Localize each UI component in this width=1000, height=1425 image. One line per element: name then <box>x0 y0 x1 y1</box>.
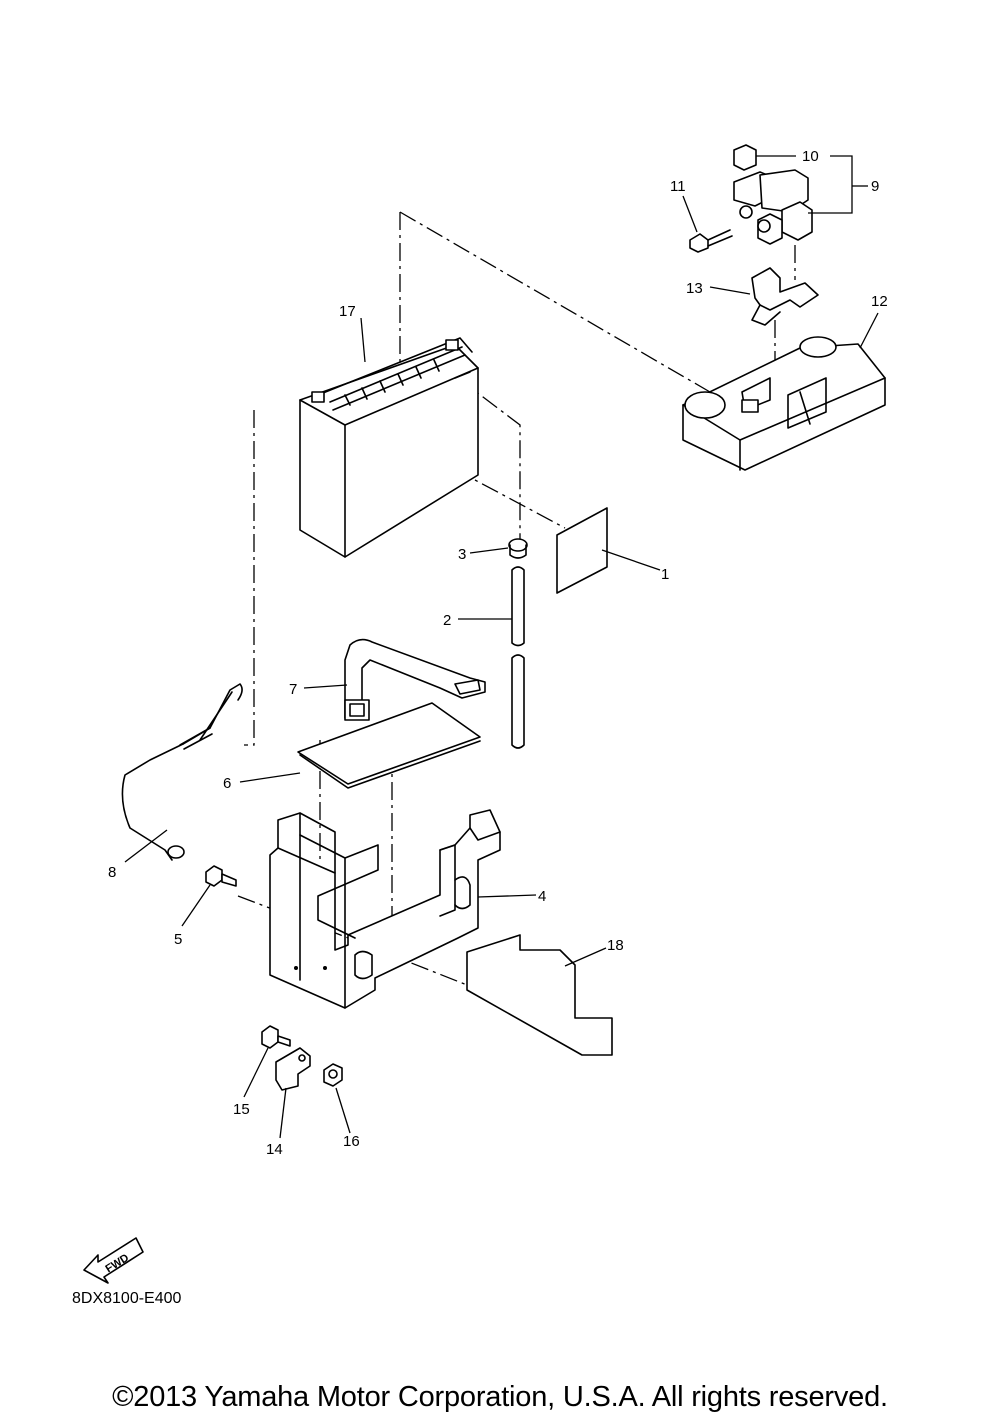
label-sticker <box>556 507 608 594</box>
callout-13: 13 <box>686 280 703 297</box>
callout-5: 5 <box>174 931 182 948</box>
battery <box>299 337 479 558</box>
nut-16 <box>323 1063 343 1087</box>
callout-7: 7 <box>289 681 297 698</box>
callout-16: 16 <box>343 1133 360 1150</box>
bolt-5 <box>205 865 237 887</box>
cover-plate <box>466 934 613 1056</box>
leader-lines <box>124 155 879 1139</box>
forward-direction-arrow: FWD <box>83 1237 144 1284</box>
callout-18: 18 <box>607 937 624 954</box>
callout-1: 1 <box>661 566 669 583</box>
callout-2: 2 <box>443 612 451 629</box>
callout-6: 6 <box>223 775 231 792</box>
callout-3: 3 <box>458 546 466 563</box>
callout-14: 14 <box>266 1141 283 1158</box>
callout-11: 11 <box>670 178 686 195</box>
callout-10: 10 <box>802 148 819 165</box>
callout-17: 17 <box>339 303 356 320</box>
drawing-code: 8DX8100-E400 <box>72 1290 182 1307</box>
battery-pad <box>297 702 481 789</box>
clamp-14 <box>275 1047 311 1091</box>
callout-labels: 1 2 3 4 5 6 7 8 9 10 11 12 13 14 15 16 1… <box>108 148 888 1158</box>
callout-8: 8 <box>108 864 116 881</box>
copyright-notice: ©2013 Yamaha Motor Corporation, U.S.A. A… <box>112 1381 888 1413</box>
negative-lead <box>121 683 243 861</box>
fuse-box <box>682 336 886 471</box>
battery-case <box>269 809 501 1009</box>
bracket <box>751 267 819 326</box>
breather-hose <box>508 538 528 749</box>
callout-15: 15 <box>233 1101 250 1118</box>
callout-4: 4 <box>538 888 546 905</box>
callout-12: 12 <box>871 293 888 310</box>
callout-9: 9 <box>871 178 879 195</box>
battery-band <box>344 638 486 721</box>
bolt-15 <box>261 1025 291 1049</box>
relay-assembly <box>689 144 813 253</box>
